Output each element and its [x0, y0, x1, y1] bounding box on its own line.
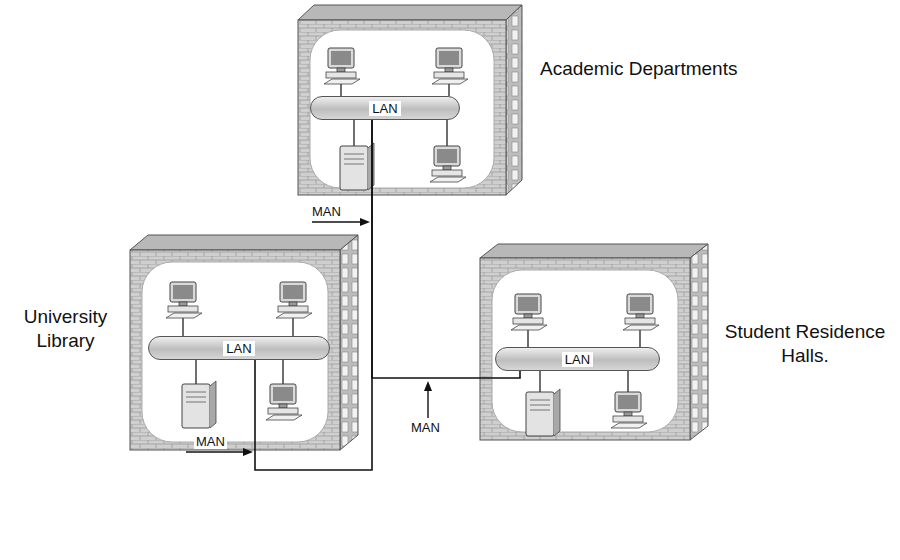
man-link-line: [255, 120, 372, 470]
computer-icon: [166, 48, 659, 428]
building-heading: Student Residence Halls.: [716, 320, 894, 368]
building-residence: [480, 244, 708, 440]
building-node: Student Residence Halls.LAN: [480, 258, 690, 440]
lan-cylinder: LAN: [310, 96, 460, 120]
man-label: MAN: [194, 434, 227, 449]
building-heading: Academic Departments: [540, 57, 800, 81]
man-label: MAN: [409, 420, 442, 435]
building-heading: University Library: [8, 305, 123, 353]
lan-label: LAN: [562, 352, 593, 367]
server-icon: [182, 143, 560, 436]
building-node: Academic DepartmentsLAN: [298, 20, 506, 195]
lan-cylinder: LAN: [148, 336, 330, 360]
building-library: [130, 235, 358, 450]
station-wire: [183, 84, 640, 392]
man-label: MAN: [310, 204, 343, 219]
lan-label: LAN: [369, 101, 400, 116]
lan-cylinder: LAN: [495, 347, 660, 371]
lan-label: LAN: [223, 341, 254, 356]
building-node: University LibraryLAN: [130, 250, 340, 450]
man-link: [255, 120, 372, 470]
man-link: [372, 120, 520, 378]
man-link-line: [372, 120, 520, 378]
building-academic: [298, 5, 522, 195]
